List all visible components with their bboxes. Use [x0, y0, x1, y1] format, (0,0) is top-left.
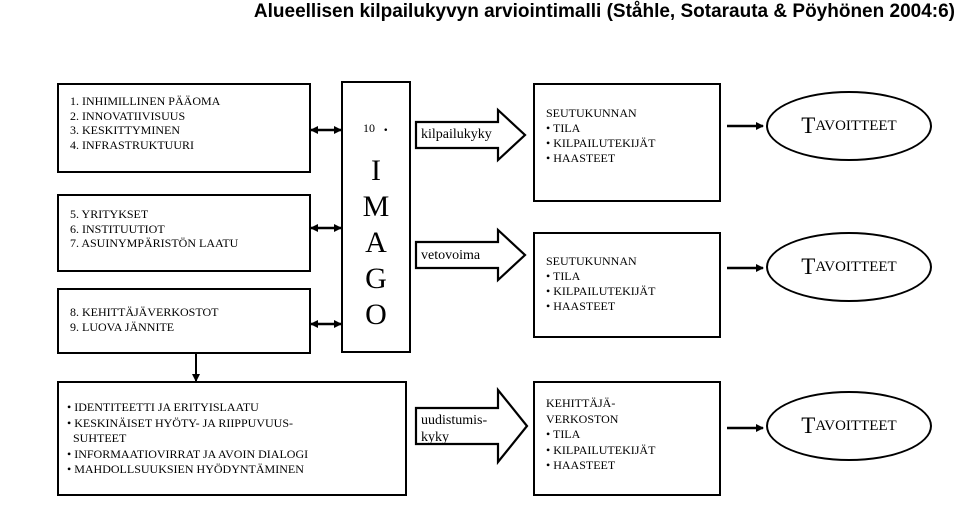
imago-letters: I M A G O: [343, 153, 409, 333]
goal-text: AVOITTEET: [815, 117, 897, 134]
big-arrow-2: [414, 227, 527, 283]
imago-dot: .: [383, 111, 389, 136]
factor-item: 9. LUOVA JÄNNITE: [70, 319, 175, 334]
outcome-line: • KILPAILUTEKIJÄT: [546, 136, 656, 150]
factor-item: 5. YRITYKSET: [70, 207, 149, 221]
process-item: • MAHDOLLSUUKSIEN HYÖDYNTÄMINEN: [67, 462, 304, 476]
outcome-line: VERKOSTON: [546, 411, 619, 426]
arrow-label-vetovoima: vetovoima: [421, 248, 481, 263]
outcome-line: • KILPAILUTEKIJÄT: [546, 442, 656, 457]
factor-item: 1. INHIMILLINEN PÄÄOMA: [70, 94, 221, 108]
factor-box-2: 5. YRITYKSET 6. INSTITUUTIOT 7. ASUINYMP…: [57, 194, 311, 272]
process-box: • IDENTITEETTI JA ERITYISLAATU • KESKINÄ…: [57, 381, 407, 496]
factor-box-1: 1. INHIMILLINEN PÄÄOMA 2. INNOVATIIVISUU…: [57, 83, 311, 173]
outcome-line: SEUTUKUNNAN: [546, 254, 637, 268]
imago-letter: A: [365, 226, 387, 259]
factor-item: 2. INNOVATIIVISUUS: [70, 108, 186, 123]
factor-item: 4. INFRASTRUKTUURI: [70, 137, 195, 152]
process-item: • IDENTITEETTI JA ERITYISLAATU: [67, 400, 259, 414]
process-item: SUHTEET: [67, 431, 127, 445]
goal-text: AVOITTEET: [815, 258, 897, 275]
outcome-line: • HAASTEET: [546, 458, 616, 472]
arrow-label-line: uudistumis-: [421, 413, 488, 428]
outcome-line: KEHITTÄJÄ-: [546, 396, 616, 410]
imago-letter: I: [371, 154, 381, 187]
imago-letter: M: [362, 190, 390, 223]
goal-initial: T: [801, 254, 816, 279]
arrow-label-uudistumiskyky: uudistumis- kyky: [421, 412, 487, 446]
goal-text: AVOITTEET: [815, 417, 897, 434]
goal-initial: T: [801, 113, 816, 138]
page-title: Alueellisen kilpailukyvyn arviointimalli…: [253, 1, 955, 22]
goal-initial: T: [801, 413, 816, 438]
outcome-line: • TILA: [546, 121, 581, 135]
outcome-box-2: SEUTUKUNNAN • TILA • KILPAILUTEKIJÄT • H…: [533, 232, 721, 338]
factor-item: 7. ASUINYMPÄRISTÖN LAATU: [70, 236, 239, 250]
factor-item: 8. KEHITTÄJÄVERKOSTOT: [70, 305, 219, 319]
imago-number: 10: [363, 121, 375, 135]
outcome-box-1: SEUTUKUNNAN • TILA • KILPAILUTEKIJÄT • H…: [533, 83, 721, 202]
process-item: • KESKINÄISET HYÖTY- JA RIIPPUVUUS-: [67, 415, 293, 430]
outcome-line: • HAASTEET: [546, 299, 616, 313]
imago-letter: G: [365, 262, 387, 295]
process-item: • INFORMAATIOVIRRAT JA AVOIN DIALOGI: [67, 446, 309, 461]
outcome-line: • HAASTEET: [546, 151, 616, 165]
big-arrow-3: [414, 386, 529, 466]
big-arrow-1: [414, 107, 527, 163]
factor-item: 3. KESKITTYMINEN: [70, 123, 180, 137]
outcome-line: • TILA: [546, 427, 581, 441]
outcome-line: • TILA: [546, 269, 581, 283]
outcome-line: SEUTUKUNNAN: [546, 106, 637, 120]
factor-box-3: 8. KEHITTÄJÄVERKOSTOT 9. LUOVA JÄNNITE: [57, 288, 311, 354]
imago-box: 10 . I M A G O: [341, 81, 411, 353]
outcome-line: • KILPAILUTEKIJÄT: [546, 284, 656, 298]
factor-item: 6. INSTITUUTIOT: [70, 221, 165, 236]
outcome-box-3: KEHITTÄJÄ- VERKOSTON • TILA • KILPAILUTE…: [533, 381, 721, 496]
arrow-label-kilpailukyky: kilpailukyky: [421, 127, 492, 142]
imago-letter: O: [365, 298, 387, 331]
arrow-label-line: kyky: [421, 430, 449, 445]
